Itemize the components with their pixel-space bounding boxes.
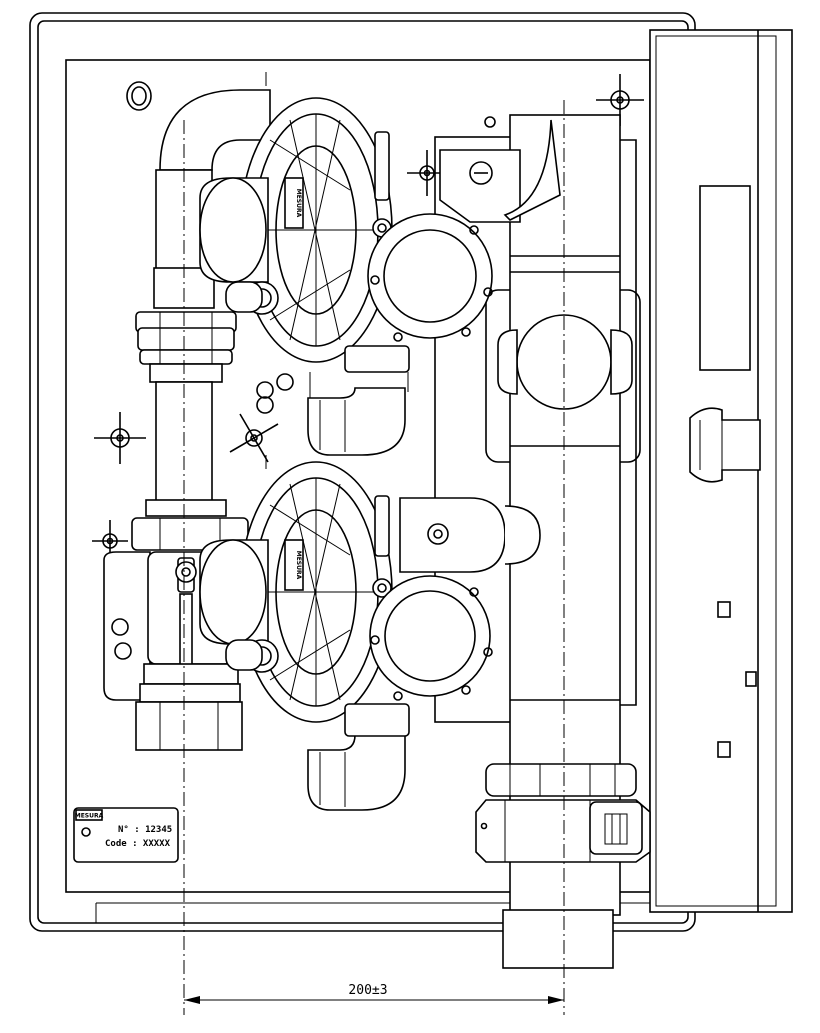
dimension-label: 200±3 bbox=[348, 983, 387, 998]
door-label-window bbox=[699, 185, 751, 371]
door-bolt-mid bbox=[745, 671, 757, 687]
cross-marker-center bbox=[229, 413, 279, 463]
nameplate: MESURA N° : 12345 Code : XXXXX bbox=[73, 807, 179, 863]
svg-text:MESURA: MESURA bbox=[295, 189, 302, 218]
regulator-upper: MESURA bbox=[199, 97, 493, 373]
outlet-union-nut bbox=[475, 763, 651, 863]
cabinet-door bbox=[649, 29, 793, 913]
centerlines bbox=[183, 72, 565, 1015]
inlet-valve-lever bbox=[175, 561, 197, 583]
cross-marker-left-mid bbox=[94, 412, 146, 464]
door-bolt-bottom bbox=[717, 741, 731, 758]
nameplate-code: Code : XXXXX bbox=[105, 839, 171, 849]
regulator-lower-brand-label bbox=[284, 539, 304, 591]
svg-text:MESURA: MESURA bbox=[295, 551, 302, 580]
elbow-connector-lower bbox=[307, 734, 406, 811]
svg-text:MESURA: MESURA bbox=[75, 813, 104, 820]
inlet-union-nut-top bbox=[135, 311, 237, 365]
nameplate-brand-box bbox=[75, 809, 103, 821]
door-handle bbox=[689, 407, 761, 483]
nameplate-rivet bbox=[81, 827, 91, 837]
door-bolt-top bbox=[717, 601, 731, 618]
dimension-200: 200±3 bbox=[184, 983, 564, 1004]
elbow-connector-upper bbox=[307, 372, 409, 456]
regulator-lower: MESURA bbox=[199, 461, 541, 737]
regulator-upper-brand-label bbox=[284, 177, 304, 229]
nameplate-number: N° : 12345 bbox=[118, 825, 172, 835]
